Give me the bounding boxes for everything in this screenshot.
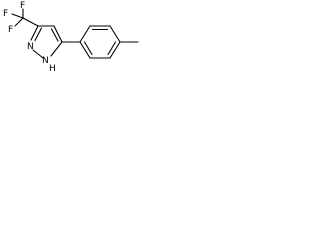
atom-label-f-top: F	[20, 1, 25, 11]
bond-benzene-c3-c4	[109, 25, 121, 43]
atom-label-hydrogen: H	[49, 64, 56, 74]
bond-benzene-inner-right	[107, 41, 117, 56]
bond-cf3-carbon-to-ring	[22, 17, 39, 27]
atom-label-n2: N	[27, 42, 34, 52]
chemical-structure-diagram: F F F N N H	[3, 1, 139, 74]
bond-benzene-inner-left	[83, 41, 93, 56]
bond-cf3-carbon-to-f-left	[11, 13, 24, 19]
bond-c5-c4	[53, 25, 63, 43]
pyrazole-ring-bonds	[30, 25, 63, 59]
trifluoromethyl-bonds	[11, 8, 39, 27]
bond-n1-c5	[50, 41, 63, 57]
bond-cf3-carbon-to-f-bottom	[14, 17, 24, 27]
atom-label-f-left: F	[3, 9, 8, 19]
bond-c3-n2-double	[34, 27, 43, 42]
atom-label-f-bottom: F	[8, 25, 13, 35]
benzene-ring-bonds	[79, 25, 121, 59]
bond-c5-c4-double	[50, 28, 59, 42]
bond-benzene-c6-c1	[79, 41, 91, 59]
bond-benzene-c4-c5	[109, 41, 121, 59]
bond-c3-n2	[30, 25, 39, 41]
atom-label-n1: N	[42, 56, 49, 66]
bond-benzene-c1-c2	[79, 25, 91, 43]
bond-n2-n1	[32, 49, 44, 59]
